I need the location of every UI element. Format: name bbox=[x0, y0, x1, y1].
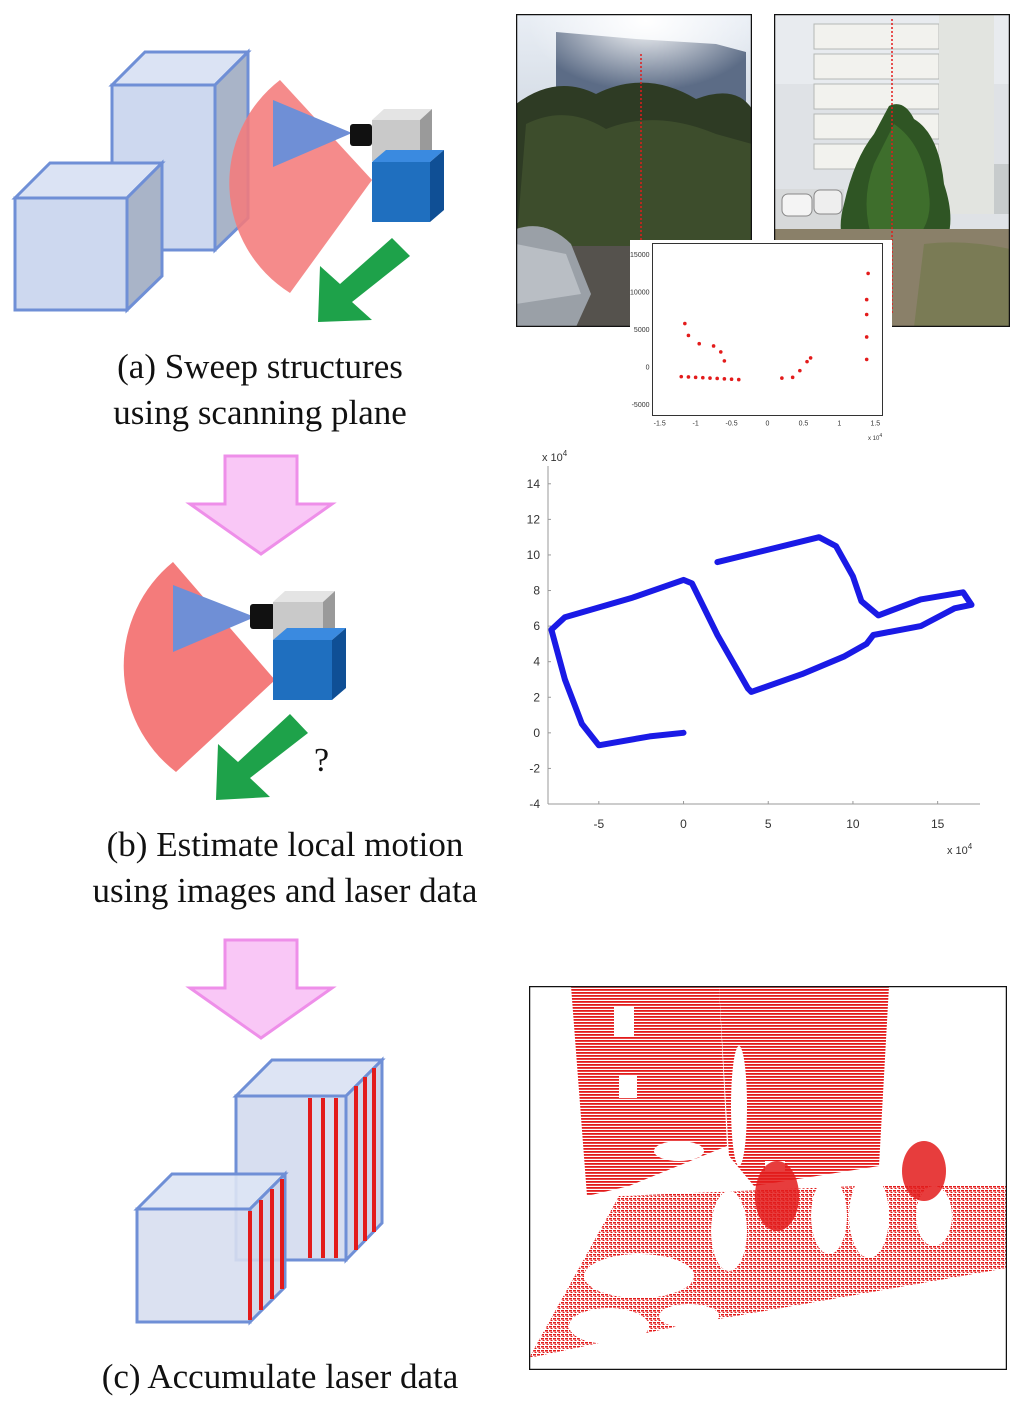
trajectory-y-tick-label: 12 bbox=[527, 512, 541, 526]
flow-arrow-2 bbox=[185, 938, 337, 1040]
question-mark: ? bbox=[314, 742, 330, 779]
scan-point bbox=[808, 356, 813, 360]
scan-point bbox=[679, 374, 684, 379]
scan-point bbox=[864, 297, 869, 302]
building-box-front bbox=[133, 1170, 289, 1326]
accumulation-illustration bbox=[133, 1056, 386, 1326]
scan-x-tick-label: 1 bbox=[837, 421, 841, 428]
scan-x-tick-label: -1.5 bbox=[654, 421, 666, 428]
point-cloud-gaps bbox=[569, 1006, 952, 1344]
scan-x-tick-label: -1 bbox=[693, 421, 699, 428]
trajectory-y-tick-label: 6 bbox=[533, 619, 540, 633]
scan-point bbox=[686, 333, 691, 338]
camera-view-cone bbox=[273, 100, 352, 167]
trajectory-x-tick-label: 0 bbox=[680, 817, 687, 831]
scan-point bbox=[805, 359, 809, 364]
camera-sensor bbox=[250, 591, 346, 700]
laser-fan bbox=[123, 562, 276, 772]
caption-b-line2: using images and laser data bbox=[92, 871, 478, 910]
trajectory-y-tick-label: 4 bbox=[533, 655, 540, 669]
scan-axis-ticks: -1.5 -1 -0.5 0 0.5 1 1.5 15000 10000 5000 0 -5000 bbox=[630, 252, 880, 427]
trajectory-x-tick-label: 10 bbox=[846, 817, 860, 831]
caption-c: (c) Accumulate laser data bbox=[40, 1354, 520, 1400]
trajectory-y-tick-label: -2 bbox=[529, 761, 540, 775]
scan-point bbox=[715, 376, 719, 381]
scan-y-tick-label: 10000 bbox=[630, 290, 650, 297]
scan-point bbox=[711, 344, 716, 348]
camera-sensor bbox=[350, 109, 444, 222]
scan-points bbox=[679, 271, 870, 382]
caption-a-line1: (a) Sweep structures bbox=[117, 347, 403, 386]
trajectory-line bbox=[548, 534, 975, 749]
scan-point bbox=[686, 375, 691, 379]
trajectory-y-tick-label: 14 bbox=[527, 477, 541, 491]
caption-c-line1: (c) Accumulate laser data bbox=[101, 1357, 459, 1396]
scan-x-multiplier: x 104 bbox=[868, 433, 882, 442]
trajectory-x-tick-label: 15 bbox=[931, 817, 945, 831]
scan-x-tick-label: 0 bbox=[766, 421, 770, 428]
point-cloud-building-center bbox=[719, 986, 889, 1186]
camera-view-cone bbox=[173, 585, 255, 652]
flow-arrow-1 bbox=[185, 454, 337, 556]
motion-arrow bbox=[216, 714, 308, 800]
laser-fan bbox=[229, 80, 372, 293]
trajectory-y-tick-label: -4 bbox=[529, 797, 540, 811]
scan-point bbox=[864, 335, 869, 339]
scan-point bbox=[729, 377, 734, 382]
scan-x-tick-label: -0.5 bbox=[726, 421, 738, 428]
building-box-front bbox=[11, 159, 166, 314]
trajectory-x-tick-label: 5 bbox=[765, 817, 772, 831]
scan-point bbox=[798, 368, 802, 373]
scan-point bbox=[866, 271, 870, 276]
scan-point bbox=[790, 375, 795, 380]
scan-y-tick-label: 0 bbox=[646, 364, 650, 371]
laser-scan-plot: -1.5 -1 -0.5 0 0.5 1 1.5 15000 10000 5000 0 -5000 x… bbox=[630, 240, 892, 445]
scan-point bbox=[718, 350, 723, 354]
scan-point bbox=[722, 377, 727, 381]
caption-a: (a) Sweep structures using scanning plan… bbox=[20, 344, 500, 436]
trajectory-y-multiplier: x 104 bbox=[542, 449, 568, 464]
scan-point bbox=[693, 375, 698, 380]
point-cloud-render bbox=[529, 986, 1007, 1370]
scan-point bbox=[708, 376, 712, 380]
motion-estimation-illustration bbox=[123, 562, 346, 800]
scan-point bbox=[864, 312, 869, 317]
trajectory-axis-ticks: -5 0 5 10 15 14 12 10 8 6 4 2 0 -2 -4 bbox=[527, 477, 945, 831]
building-box-back bbox=[232, 1056, 386, 1264]
scan-y-tick-label: -5000 bbox=[632, 402, 650, 409]
point-cloud-vegetation bbox=[755, 1141, 946, 1231]
scan-x-tick-label: 0.5 bbox=[799, 421, 809, 428]
scan-point bbox=[683, 321, 687, 326]
trajectory-y-tick-label: 10 bbox=[527, 548, 541, 562]
trajectory-y-tick-label: 0 bbox=[533, 726, 540, 740]
scan-x-tick-label: 1.5 bbox=[870, 421, 880, 428]
scan-point bbox=[701, 375, 705, 380]
caption-b: (b) Estimate local motion using images a… bbox=[20, 822, 550, 914]
trajectory-plot: x 104 -5 0 5 10 15 14 12 10 8 6 4 2 0 -2 -4 x 104 bbox=[527, 449, 980, 857]
scan-point bbox=[780, 376, 784, 380]
scan-point bbox=[864, 357, 869, 362]
scan-point bbox=[697, 341, 702, 346]
scan-point bbox=[736, 377, 741, 382]
caption-b-line1: (b) Estimate local motion bbox=[106, 825, 464, 864]
scan-y-tick-label: 5000 bbox=[634, 327, 650, 334]
trajectory-x-tick-label: -5 bbox=[593, 817, 604, 831]
trajectory-x-multiplier: x 104 bbox=[947, 842, 973, 857]
scan-y-tick-label: 15000 bbox=[630, 252, 650, 259]
caption-a-line2: using scanning plane bbox=[113, 393, 407, 432]
trajectory-y-tick-label: 2 bbox=[533, 690, 540, 704]
scan-point bbox=[722, 359, 727, 363]
trajectory-y-tick-label: 8 bbox=[533, 584, 540, 598]
sweep-illustration bbox=[11, 48, 444, 322]
motion-arrow bbox=[318, 238, 410, 322]
